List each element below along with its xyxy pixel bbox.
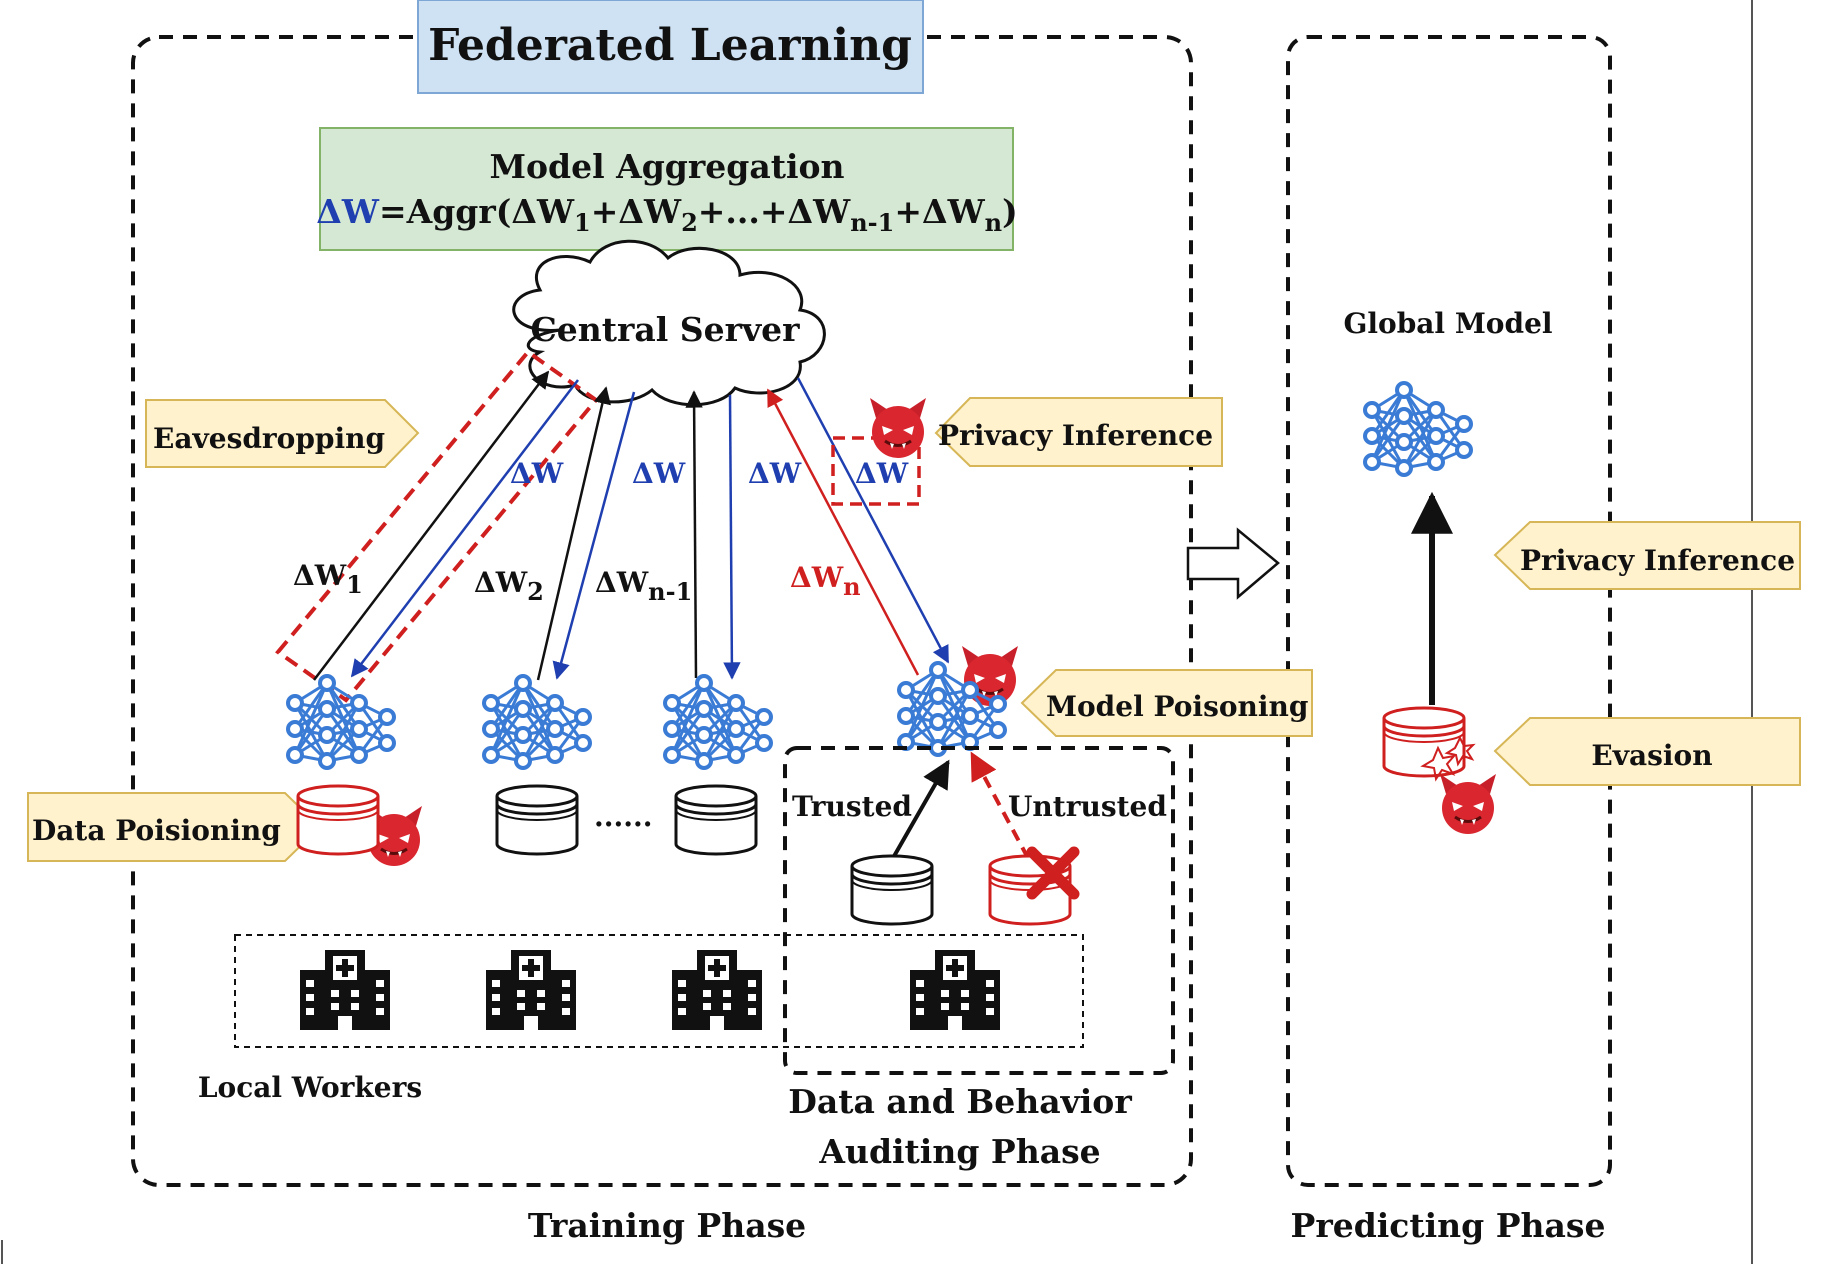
dots-label: ...... (594, 800, 653, 833)
model-poisoning-label: Model Poisoning (1046, 690, 1308, 723)
adversarial-star-icon (1420, 735, 1476, 782)
download-arrow-1 (350, 379, 579, 678)
untrusted-label: Untrusted (1008, 790, 1167, 823)
upload-arrow-1 (313, 370, 550, 681)
predicting-phase-label: Predicting Phase (1291, 1206, 1606, 1245)
title-box (417, 0, 924, 94)
local-workers-label: Local Workers (198, 1071, 422, 1104)
eavesdropping-label: Eavesdropping (153, 422, 385, 455)
hospital-icon (910, 950, 1000, 1030)
privacy-inference-tag (934, 397, 1223, 467)
upload-arrow-n (766, 388, 920, 676)
privacy-inference-label: Privacy Inference (938, 419, 1213, 452)
predicting-phase-frame (1286, 35, 1612, 1187)
trusted-arrow (891, 759, 950, 859)
delta-w-down-n: ΔW (855, 457, 909, 490)
delta-w2-label: ΔW2 (474, 566, 544, 606)
delta-w-down-2: ΔW (632, 457, 686, 490)
privacy-inference-predict-tag (1493, 521, 1801, 590)
delta-wn1-label: ΔWn-1 (595, 566, 692, 606)
database-icon (495, 784, 579, 856)
database-icon (674, 784, 758, 856)
model-poisoning-tag (1020, 669, 1313, 737)
delta-w1-label: ΔW1 (293, 559, 363, 599)
devil-icon (1438, 772, 1498, 836)
download-arrow-n1 (723, 394, 741, 680)
hospital-icon (672, 950, 762, 1030)
global-model-label: Global Model (1343, 307, 1552, 340)
right-arrow-icon (1186, 527, 1280, 600)
evasion-label: Evasion (1591, 739, 1712, 772)
diagram-title: Federated Learning (428, 20, 912, 71)
neural-network-icon (482, 674, 592, 770)
delta-wn-label: ΔWn (790, 561, 861, 601)
training-phase-label: Training Phase (528, 1206, 806, 1245)
hospital-icon (300, 950, 390, 1030)
download-arrow-n (796, 377, 950, 664)
aggregation-box (319, 127, 1014, 251)
formula-lhs: ΔW (316, 192, 380, 231)
audit-title-line2: Auditing Phase (818, 1132, 1100, 1171)
privacy-inference-predict-label: Privacy Inference (1520, 544, 1795, 577)
local-workers-box (234, 934, 1084, 1048)
download-arrow-2 (552, 391, 636, 680)
audit-box (783, 746, 1175, 1075)
trusted-label: Trusted (792, 790, 912, 823)
delta-w-down-1: ΔW (510, 457, 564, 490)
aggregation-heading: Model Aggregation (489, 147, 844, 186)
eavesdropping-tag (145, 399, 420, 468)
evasion-tag (1493, 717, 1801, 786)
audit-title-line1: Data and Behavior (788, 1082, 1132, 1121)
neural-network-icon (286, 674, 396, 770)
upload-arrow-n1 (685, 390, 703, 679)
database-icon (296, 784, 380, 856)
database-icon (850, 854, 934, 926)
central-server-label: Central Server (530, 310, 800, 349)
neural-network-icon (663, 674, 773, 770)
training-phase-frame (131, 35, 1193, 1187)
neural-network-icon (1363, 381, 1473, 477)
aggregation-formula: ΔW=Aggr(ΔW1+ΔW2+...+ΔWn-1+ΔWn) (316, 192, 1017, 237)
data-poisoning-label: Data Poisioning (32, 814, 281, 847)
hospital-icon (486, 950, 576, 1030)
devil-icon (868, 396, 928, 460)
red-x-icon (1026, 846, 1080, 900)
delta-w-down-n1: ΔW (748, 457, 802, 490)
upload-arrow-2 (536, 386, 611, 681)
